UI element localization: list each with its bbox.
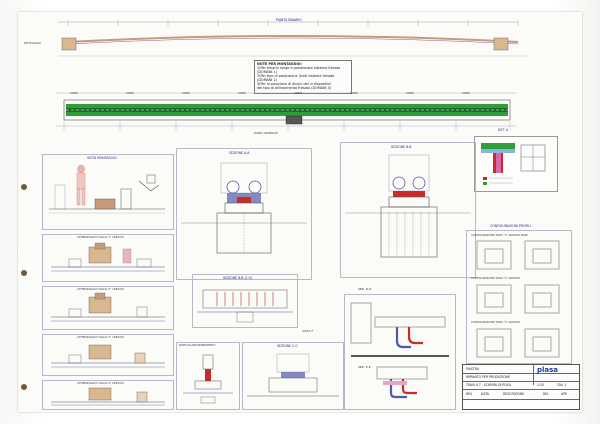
rev-col: APP. (561, 392, 568, 396)
config-header: CONFIGURAZIONI PROFILI (490, 224, 532, 228)
title-block: plasa PIASTRA IMPIANTO PER PRODUZIONE TR… (462, 364, 580, 410)
section-e: PARTICOLARE INSERIMENTO (176, 342, 240, 410)
title-description-2: TRAVI A T - SCHEMA DI POSA (466, 383, 511, 387)
section-title: SEZIONE C-C (277, 344, 298, 348)
notes-box: NOTE PER MONTAGGIO: 1)Per binario lungo … (254, 60, 352, 94)
machine-section-b (51, 292, 165, 322)
section-b: ATTREZZAGGIO TAGLIO 2° ADESIVO (42, 286, 174, 330)
piping-box (344, 294, 456, 410)
section-title: ATTREZZAGGIO TAGLIO 1° ADESIVO (77, 236, 124, 239)
top-plan-drawing (58, 20, 528, 57)
sheet-number: TAV. 1 (557, 383, 567, 387)
company-logo: plasa (537, 366, 559, 374)
insert-detail-drawing (183, 354, 233, 404)
note-line: 2)Per tipo di produzione (tutti sistema … (257, 74, 335, 78)
section-title: ATTREZZAGGIO TAGLIO 2° ADESIVO (77, 288, 124, 291)
section-right: SEZIONE B-B (340, 142, 476, 278)
config-3-drawing (476, 328, 560, 358)
right-section-drawing (345, 154, 471, 258)
binder-hole (21, 184, 27, 190)
note-line: del tipo di allineamento fresato (DOMANI… (257, 86, 332, 90)
mid-section-drawing (197, 289, 293, 323)
dim-value: 1000 (238, 91, 246, 95)
dim-value: 1000 (126, 91, 134, 95)
section-title: SEZIONE B-B (1:5) (223, 276, 253, 280)
center-section-drawing (181, 162, 307, 254)
config-title: CONFIGURAZIONE TRAVI "1" ADESIVO BASE (471, 234, 528, 237)
rev-col: DATA (481, 392, 489, 396)
drawing-sheet: PIANTA BINARIO DETTAGLIO NOTE PER MONTAG… (18, 12, 582, 412)
section-title: SEZIONE B-B (391, 145, 412, 149)
section-d: ATTREZZAGGIO TAGLIO 4° ADESIVO (42, 380, 174, 410)
project-name: PIASTRA (466, 367, 479, 371)
notes-header: NOTE PER MONTAGGIO: (257, 62, 302, 66)
config-title: CONFIGURAZIONE TRAVI "2" ADESIVO (471, 277, 521, 280)
section-title: ATTREZZAGGIO TAGLIO 3° ADESIVO (77, 336, 124, 339)
section-mid: SEZIONE B-B (1:5) (192, 274, 298, 328)
config-1-drawing (476, 240, 560, 270)
section-title: ATTREZZAGGIO TAGLIO 4° ADESIVO (77, 382, 124, 385)
dim-value: 1000 (406, 91, 414, 95)
stamp-label: DET. A (498, 128, 509, 132)
piping-drawing (350, 302, 449, 399)
machine-section-c (51, 344, 165, 368)
note-line: 1)Per binario lungo e posizionare sistem… (257, 66, 341, 70)
section-title: VISTA MONTAGGIO (87, 156, 117, 160)
machine-section-d (51, 387, 165, 406)
scale-value: 1:20 (537, 383, 544, 387)
section-c: ATTREZZAGGIO TAGLIO 3° ADESIVO (42, 334, 174, 376)
title-strip: PIANTA BINARIO (276, 18, 302, 22)
note-line: (DOMANI 1) (257, 70, 277, 74)
title-description: IMPIANTO PER PRODUZIONE (466, 375, 510, 379)
dim-value: 1000 (182, 91, 190, 95)
small-label: SEZ. D-D (358, 287, 372, 291)
dim-value: 1000 (294, 91, 302, 95)
binder-hole (21, 384, 27, 390)
rev-col: DESCRIZIONE (503, 392, 525, 396)
dim-value: 1000 (350, 91, 358, 95)
small-label: SEZ. E-E (358, 365, 371, 369)
section-title: PARTICOLARE INSERIMENTO (179, 344, 216, 347)
section-f: SEZIONE C-C (242, 342, 344, 410)
machine-section-a (51, 242, 165, 272)
config-box: CONFIGURAZIONE TRAVI "1" ADESIVO BASE CO… (466, 230, 572, 364)
conveyor-plan-drawing (56, 92, 516, 130)
dim-value: 1000 (70, 91, 78, 95)
note-line: (DOMANI 2) (257, 78, 277, 82)
section-center: SEZIONE A-A (176, 148, 312, 280)
small-label: VISTA F (302, 329, 314, 333)
config-2-drawing (476, 284, 560, 314)
binder-hole (21, 270, 27, 276)
left-callout: DETTAGLIO (24, 41, 41, 45)
operator-station-drawing (49, 164, 165, 214)
plan-label: PIANTA GENERALE (254, 132, 278, 135)
section-title: SEZIONE A-A (229, 151, 250, 155)
dim-value: 1000 (462, 91, 470, 95)
section-top-left: VISTA MONTAGGIO (42, 154, 174, 230)
rev-col: DIS. (543, 392, 550, 396)
section-cc-drawing (247, 353, 339, 397)
colored-section-drawing (481, 143, 546, 185)
rev-col: REV (466, 392, 473, 396)
detail-box-colored (474, 136, 558, 192)
section-a: ATTREZZAGGIO TAGLIO 1° ADESIVO (42, 234, 174, 282)
note-line: 3)Per la posizione di alcuni dei vi disp… (257, 82, 331, 86)
config-title: CONFIGURAZIONE TRAVI "3" ADESIVO (471, 321, 521, 324)
